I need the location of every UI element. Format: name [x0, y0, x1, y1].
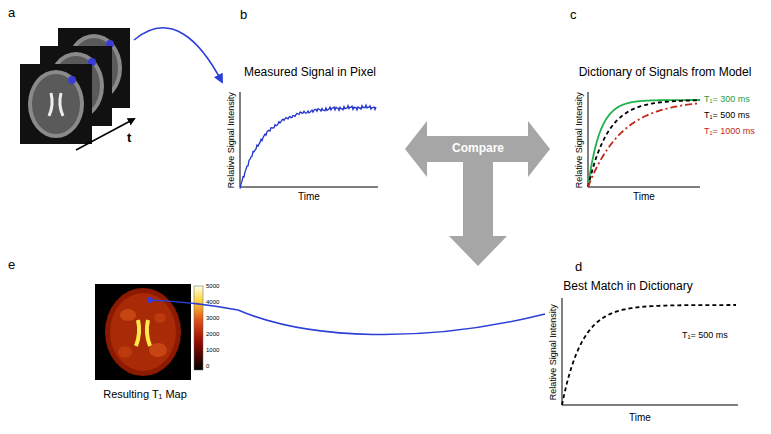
- panel-text: Resulting T₁ Map: [103, 388, 187, 401]
- panel-text: T₁= 1000 ms: [704, 126, 755, 136]
- panel-letter: a: [8, 6, 15, 21]
- tee-arrow-fill: [405, 121, 550, 266]
- model-curve: [588, 100, 700, 187]
- colorbar-tick: 0: [206, 363, 209, 370]
- match-curve: [562, 305, 736, 405]
- model-curve: [588, 103, 700, 187]
- axis-label: Relative Signal Intensity: [574, 92, 584, 188]
- panel-text: Time: [298, 191, 320, 203]
- colorbar-tick: 2000: [206, 331, 219, 338]
- model-curve: [588, 100, 700, 187]
- panel-text: Time: [629, 412, 651, 424]
- compare-arrow: Compare: [405, 116, 550, 266]
- blue-connector: [238, 310, 545, 335]
- panel-text: Time: [633, 191, 655, 203]
- figure-panel: dBest Match in DictionaryRelative Signal…: [545, 258, 745, 428]
- panel-text: T₁= 500 ms: [682, 330, 728, 340]
- panel-text: T₁= 500 ms: [704, 110, 750, 120]
- chart-axes: [588, 92, 700, 187]
- mri-slice: [20, 64, 92, 144]
- colorbar-tick: 1000: [206, 347, 219, 354]
- figure-panel: eResulting T₁ Map: [6, 254, 238, 406]
- figure-panel: cDictionary of Signals from ModelRelativ…: [568, 6, 766, 202]
- blue-connector: [134, 28, 222, 82]
- t1-map: [95, 284, 203, 380]
- panel-text: Dictionary of Signals from Model: [579, 66, 752, 80]
- colorbar-tick: 4000: [206, 299, 219, 306]
- panel-letter: c: [570, 8, 577, 23]
- axis-label: Relative Signal Intensity: [226, 92, 236, 188]
- panel-letter: b: [240, 8, 247, 23]
- chart-axes: [562, 298, 738, 405]
- panel-text: T₁= 300 ms: [704, 94, 750, 104]
- colorbar-tick: 5000: [206, 283, 219, 290]
- panel-text: Compare: [452, 142, 504, 156]
- figure-panel: bMeasured Signal in PixelRelative Signal…: [222, 6, 382, 202]
- panel-text: Best Match in Dictionary: [563, 280, 692, 294]
- leader-line: [150, 300, 238, 310]
- panel-text: Measured Signal in Pixel: [244, 66, 376, 80]
- axis-arrow-label: t: [127, 131, 131, 146]
- panel-letter: e: [8, 258, 15, 273]
- colorbar-tick: 3000: [206, 315, 219, 322]
- panel-letter: d: [575, 260, 582, 275]
- axis-label: Relative Signal Intensity: [548, 304, 558, 400]
- time-arrow: [76, 119, 134, 150]
- figure-panel: a: [6, 4, 134, 150]
- measured-curve: [240, 105, 376, 188]
- tee-arrow-shape: [405, 116, 550, 266]
